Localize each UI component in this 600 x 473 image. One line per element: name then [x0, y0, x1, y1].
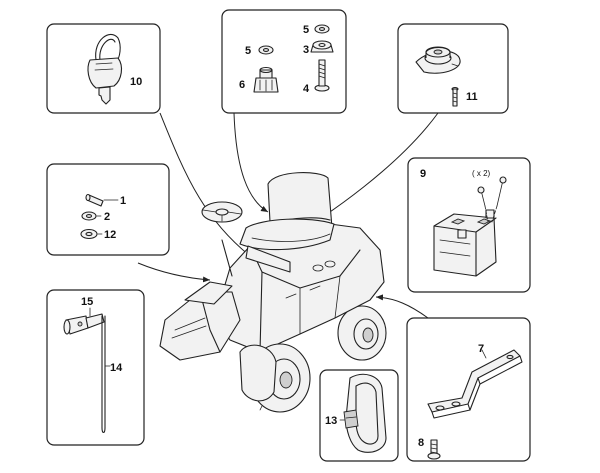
callout-15: 15 [81, 296, 93, 308]
panel-pins [46, 163, 170, 256]
callout-14: 14 [110, 362, 123, 374]
leader-key [159, 112, 263, 266]
callout-3: 3 [303, 44, 309, 56]
ignition-key-icon [87, 33, 123, 105]
callout-9: 9 [420, 168, 426, 180]
callout-7: 7 [478, 343, 484, 355]
tick-7 [481, 349, 487, 359]
leader-bracket [375, 294, 429, 319]
leader-fasteners [233, 112, 269, 213]
callout-10: 10 [130, 76, 142, 88]
leader-arrows [137, 112, 439, 319]
battery-icon [433, 176, 507, 277]
rubber-mount-icon [415, 46, 461, 107]
pin-washer-icon [80, 193, 104, 240]
callout-4: 4 [303, 83, 310, 95]
ride-on-mower-icon [159, 172, 387, 413]
callout-12: 12 [104, 229, 116, 241]
leader-pins [137, 262, 211, 283]
callout-6: 6 [239, 79, 245, 91]
battery-quantity: ( x 2) [472, 169, 491, 178]
callout-1: 1 [120, 195, 126, 207]
panel-fasteners [221, 9, 347, 114]
callout-5-top: 5 [303, 24, 309, 36]
spark-plug-wrench-icon [63, 313, 106, 434]
panel-tool [46, 289, 145, 446]
callout-2: 2 [104, 211, 110, 223]
bolt-washer-nut-icon [253, 24, 334, 93]
bracket-icon [427, 349, 523, 460]
callout-13: 13 [325, 415, 337, 427]
callout-8: 8 [418, 437, 424, 449]
callout-5-left: 5 [245, 45, 251, 57]
callout-11: 11 [466, 91, 478, 103]
battery-strap-icon [343, 373, 387, 453]
